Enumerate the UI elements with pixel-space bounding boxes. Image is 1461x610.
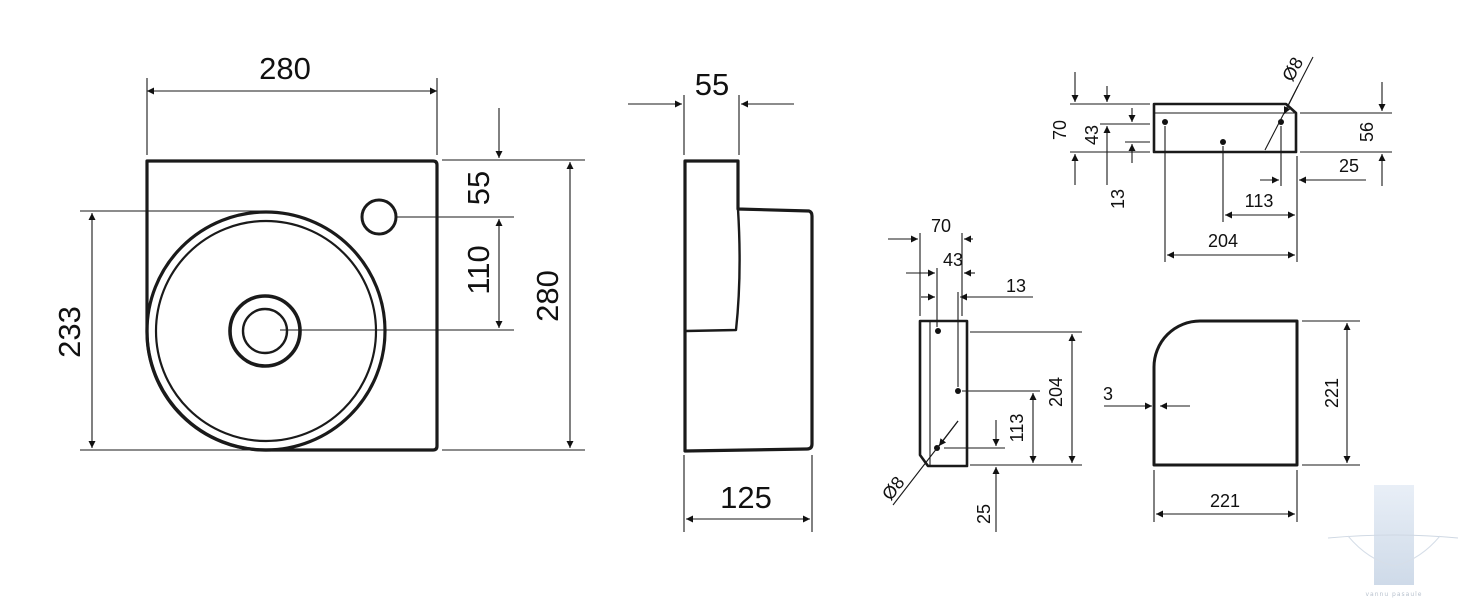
cabinet-side-view: 70 43 13 204 113 25 Ø8 bbox=[878, 216, 1082, 532]
dim-top-70: 70 bbox=[1050, 120, 1070, 140]
dim-top-43: 43 bbox=[1082, 125, 1102, 145]
dim-top-13: 13 bbox=[1108, 189, 1128, 209]
basin-front-view: 280 233 280 55 110 bbox=[52, 51, 585, 452]
dim-cab-70: 70 bbox=[931, 216, 951, 236]
dim-height-280: 280 bbox=[530, 270, 565, 322]
bowl-inner bbox=[154, 219, 378, 443]
dim-top-hole: Ø8 bbox=[1278, 54, 1307, 85]
dim-cab-43: 43 bbox=[943, 250, 963, 270]
watermark-logo: vannu pasaule bbox=[1327, 485, 1459, 598]
dim-front-221-h: 221 bbox=[1322, 378, 1342, 408]
drain-inner bbox=[241, 307, 289, 355]
cabinet-side-outline bbox=[918, 319, 969, 468]
tap-hole bbox=[360, 198, 398, 236]
dim-cab-204: 204 bbox=[1046, 377, 1066, 407]
cabinet-top-outline bbox=[1152, 102, 1298, 154]
dim-bowl-233: 233 bbox=[52, 306, 87, 358]
bowl-outer bbox=[145, 210, 387, 452]
dim-cab-113: 113 bbox=[1007, 414, 1027, 443]
dim-top-25: 25 bbox=[1339, 156, 1359, 176]
dim-side-125: 125 bbox=[720, 480, 772, 515]
basin-outline bbox=[145, 159, 439, 452]
dim-tap-55: 55 bbox=[461, 171, 496, 205]
basin-side-view: 55 125 bbox=[628, 67, 814, 532]
dim-front-221-w: 221 bbox=[1210, 491, 1240, 511]
dim-cab-13: 13 bbox=[1006, 276, 1026, 296]
watermark-text: vannu pasaule bbox=[1366, 591, 1423, 598]
dim-cab-25: 25 bbox=[974, 504, 994, 524]
dim-side-55: 55 bbox=[695, 67, 729, 102]
drain-outer bbox=[228, 294, 302, 368]
dim-top-113: 113 bbox=[1245, 191, 1274, 211]
cabinet-front-outline bbox=[1152, 319, 1299, 467]
dim-front-gap-3: 3 bbox=[1103, 384, 1113, 404]
dim-cab-hole: Ø8 bbox=[878, 473, 909, 504]
dim-tap-drain-110: 110 bbox=[461, 245, 496, 294]
cabinet-top-view: 70 43 13 56 25 113 204 Ø8 bbox=[1050, 54, 1392, 262]
dim-width-280: 280 bbox=[259, 51, 311, 86]
dim-top-56: 56 bbox=[1357, 122, 1377, 142]
dim-top-204: 204 bbox=[1208, 231, 1238, 251]
cabinet-front-view: 3 221 221 bbox=[1103, 319, 1360, 522]
basin-side-outline bbox=[683, 159, 814, 453]
